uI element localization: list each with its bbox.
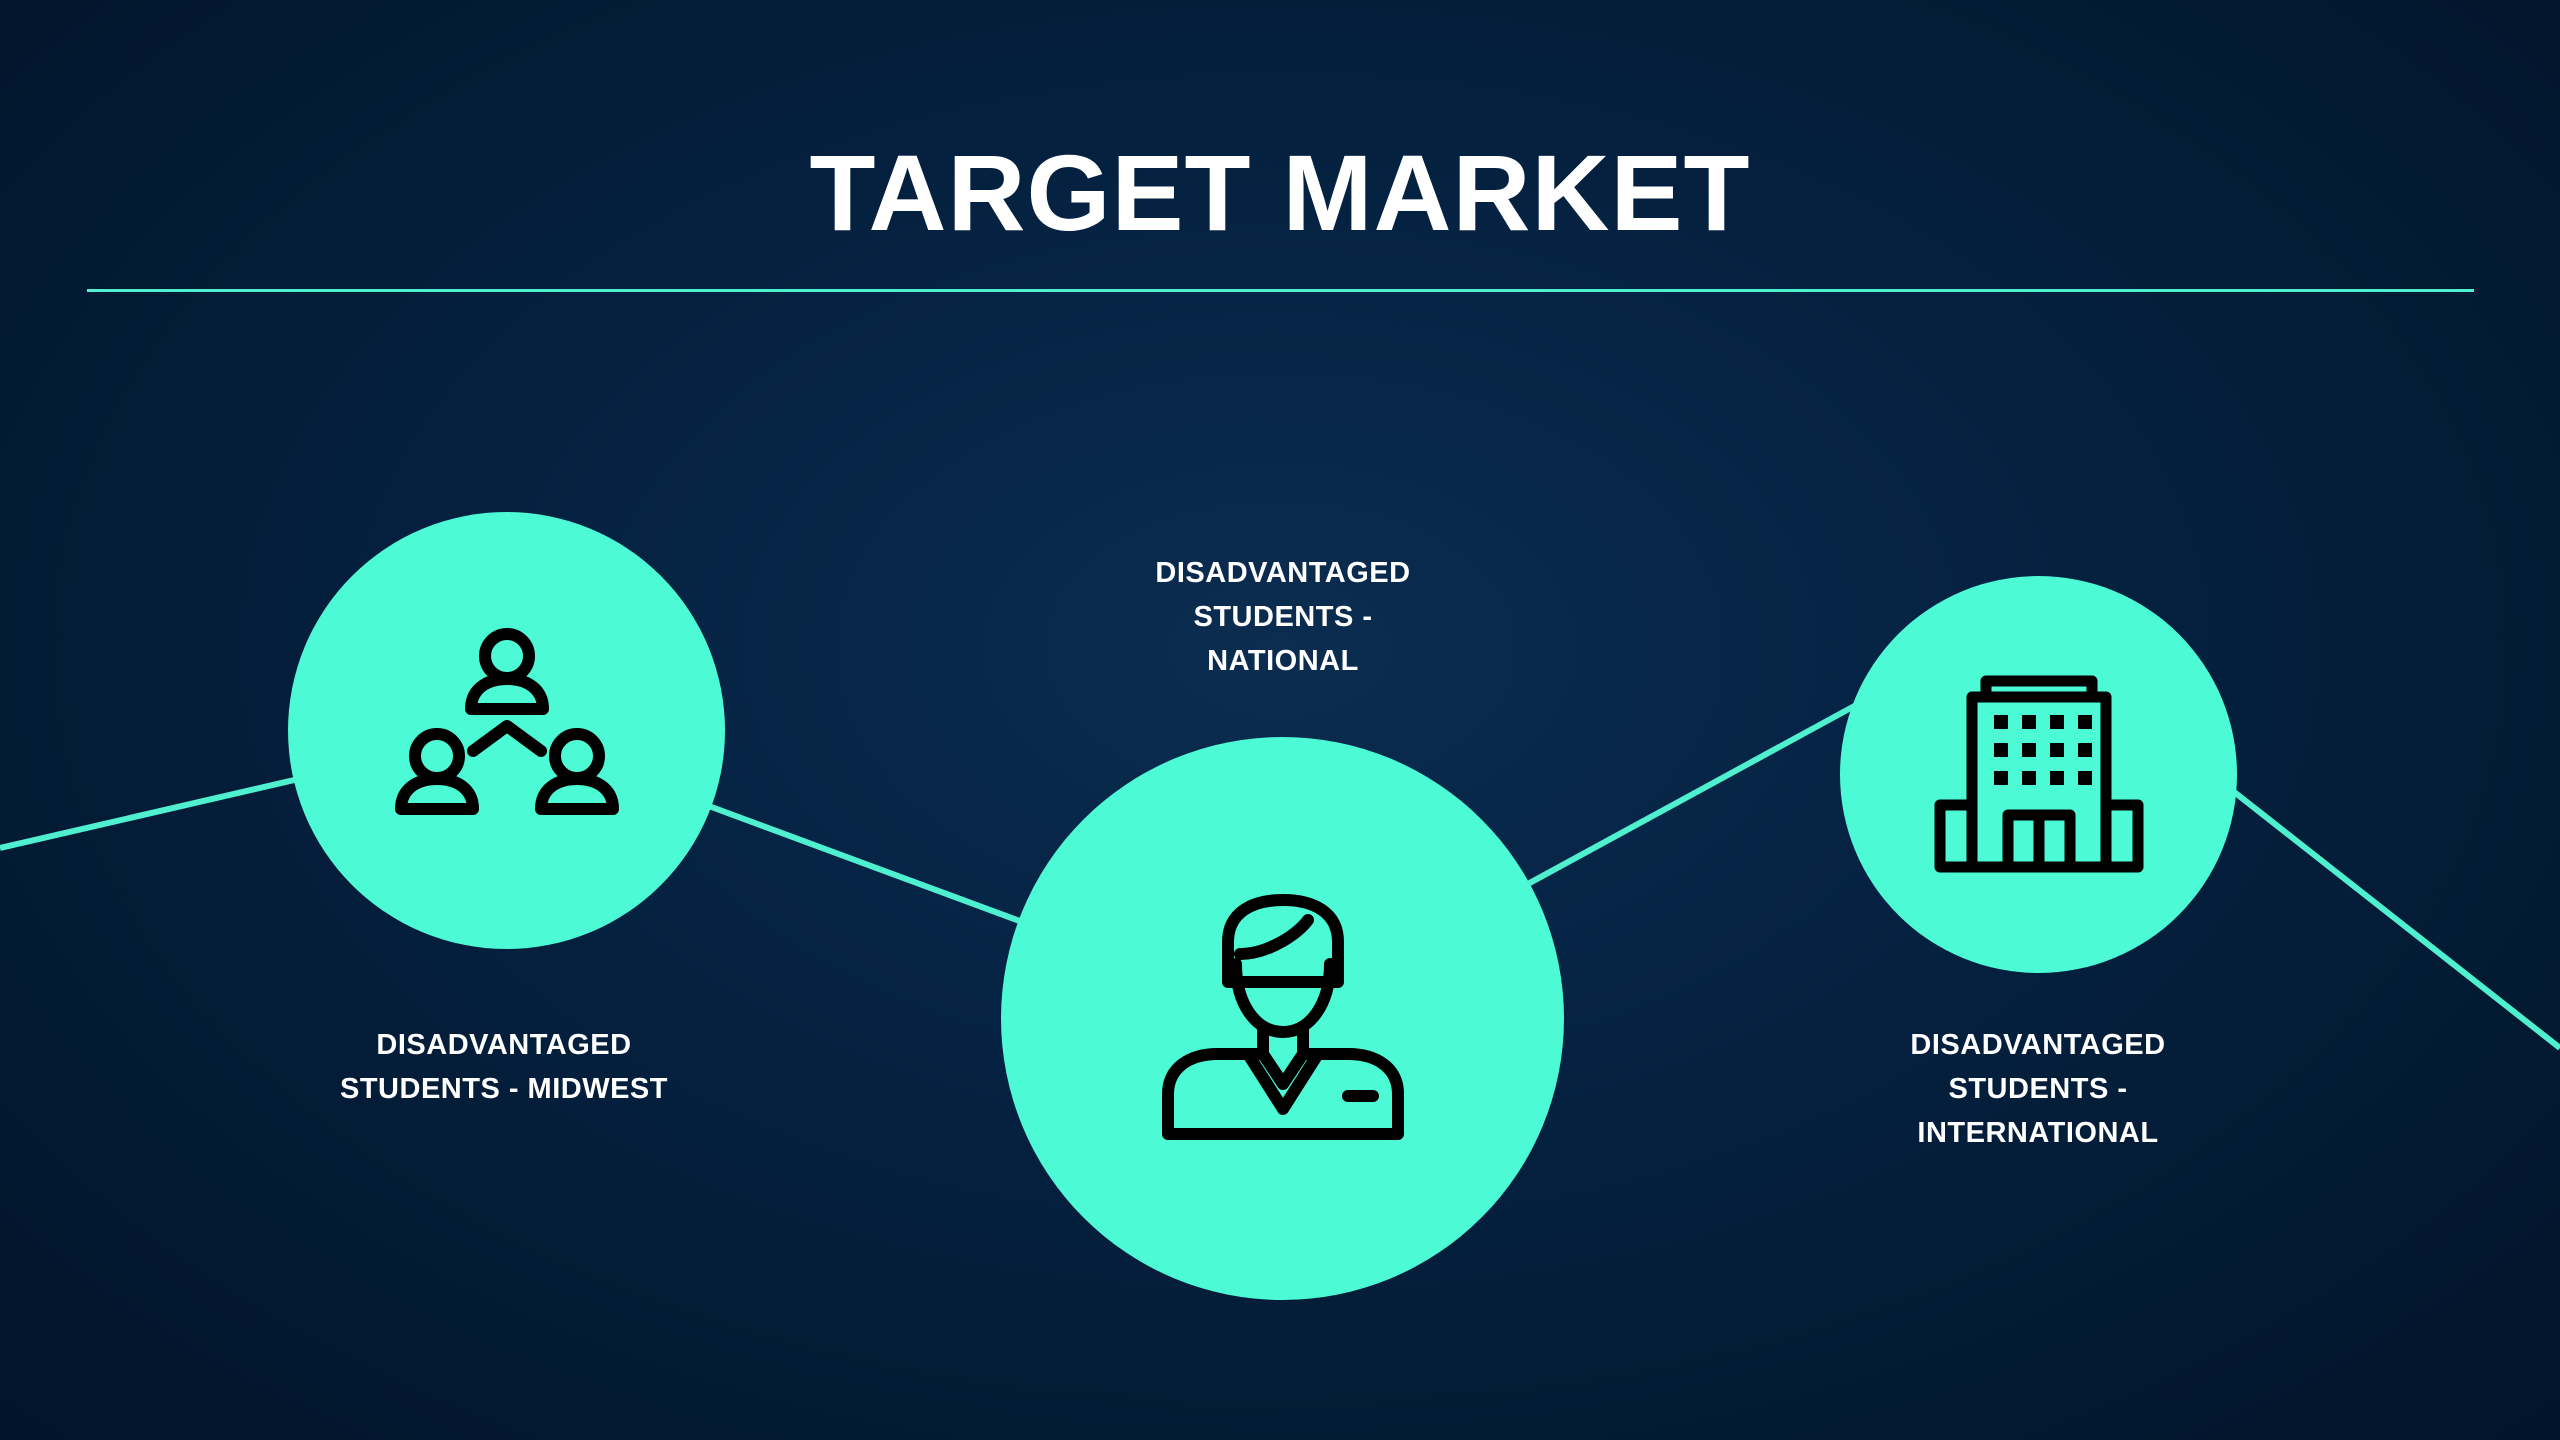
- segment-international-circle: [1840, 576, 2237, 973]
- segment-midwest-circle: [288, 512, 725, 949]
- segment-international-label: DISADVANTAGED STUDENTS - INTERNATIONAL: [1910, 1029, 2166, 1149]
- title-divider: [87, 289, 2474, 292]
- segment-national-circle: [1001, 737, 1564, 1300]
- segment-midwest-label: DISADVANTAGED STUDENTS - MIDWEST: [340, 1029, 668, 1105]
- people-network-icon: [387, 621, 627, 841]
- slide-title: TARGET MARKET: [809, 132, 1751, 253]
- student-person-icon: [1158, 893, 1408, 1144]
- building-icon: [1934, 675, 2144, 875]
- segment-national-label: DISADVANTAGED STUDENTS - NATIONAL: [1155, 557, 1411, 677]
